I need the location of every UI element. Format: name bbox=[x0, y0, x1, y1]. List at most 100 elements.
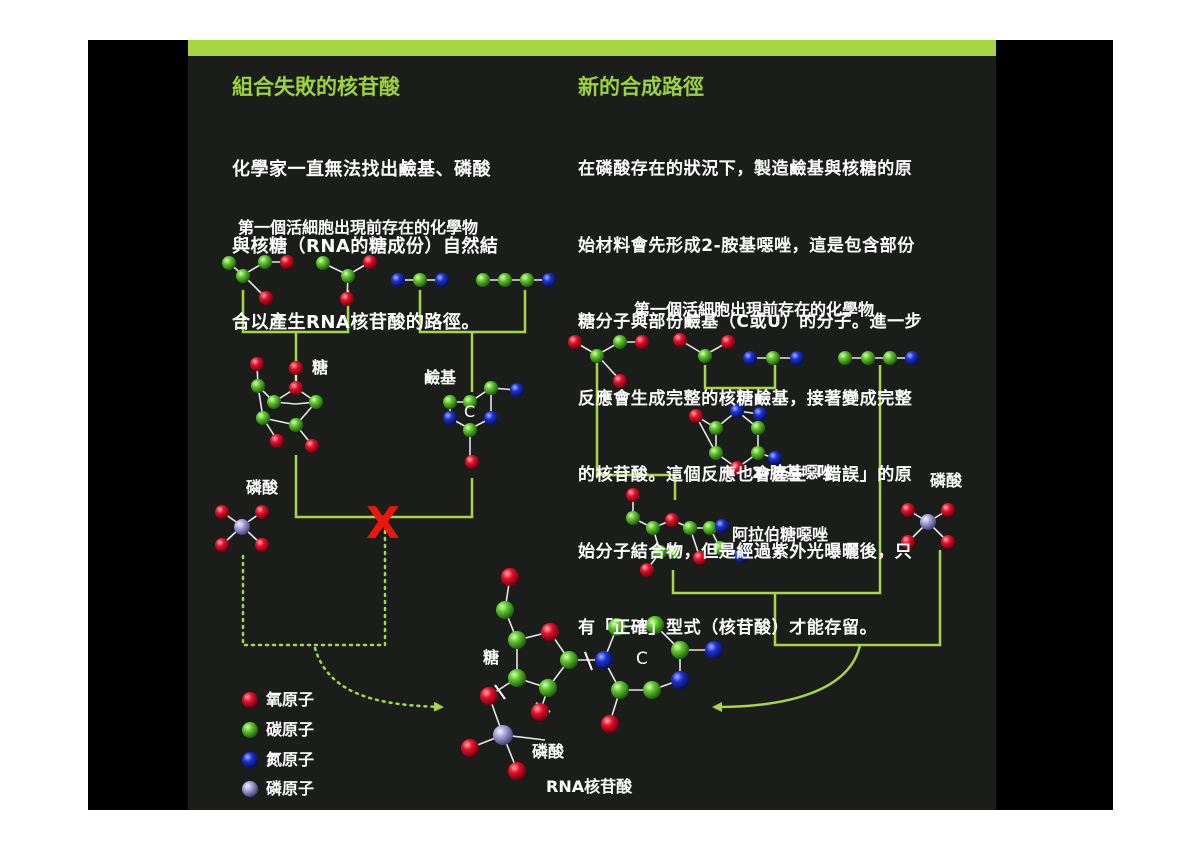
carbon-atom bbox=[626, 511, 640, 525]
oxygen-atom bbox=[508, 762, 526, 780]
oxygen-atom bbox=[601, 715, 619, 733]
carbon-atom bbox=[703, 521, 717, 535]
legend-oxygen-label: 氧原子 bbox=[266, 690, 315, 709]
right-para-line: 糖分子與部份鹼基（C或U）的分子。進一步 bbox=[578, 312, 923, 332]
carbon-atom bbox=[608, 618, 626, 636]
base-label: 鹼基 bbox=[424, 368, 457, 387]
right-para-line: 反應會生成完整的核糖鹼基，接著變成完整 bbox=[578, 388, 913, 409]
carbon-atom bbox=[508, 631, 526, 649]
nitrogen-atom bbox=[734, 549, 748, 563]
carbon-atom bbox=[646, 616, 664, 634]
arrow-to-rna bbox=[712, 644, 862, 712]
oxygen-atom bbox=[689, 409, 703, 423]
right-para-line: 始分子結合物，但是經過紫外光曝曬後，只 bbox=[578, 541, 913, 562]
oxygen-atom bbox=[363, 255, 377, 269]
carbon-atom bbox=[508, 669, 526, 687]
carbon-atom bbox=[222, 256, 236, 270]
carbon-atom bbox=[309, 395, 323, 409]
legend-carbon-label: 碳原子 bbox=[266, 720, 315, 739]
nitrogen-atom bbox=[391, 273, 405, 287]
carbon-atom bbox=[861, 351, 875, 365]
dotted-arrow-to-rna bbox=[313, 646, 444, 712]
carbon-atom bbox=[838, 351, 852, 365]
top-accent-bar bbox=[188, 40, 996, 56]
nitrogen-atom bbox=[905, 351, 919, 365]
carbon-atom bbox=[667, 545, 681, 559]
atoms bbox=[215, 255, 955, 797]
left-para-line: 合以產生RNA核苷酸的路徑。 bbox=[232, 312, 480, 333]
carbon-atom bbox=[751, 446, 765, 460]
oxygen-atom bbox=[626, 488, 640, 502]
nitrogen-atom bbox=[542, 273, 556, 287]
rna-nucleotide-label: RNA核苷酸 bbox=[546, 777, 633, 796]
nitrogen-atom bbox=[730, 404, 744, 418]
legend-nitrogen-label: 氮原子 bbox=[266, 750, 315, 769]
oxygen-atom bbox=[721, 335, 735, 349]
carbon-atom bbox=[643, 681, 661, 699]
legend-carbon-swatch bbox=[242, 722, 258, 738]
carbon-atom bbox=[539, 679, 557, 697]
oxygen-atom bbox=[255, 538, 269, 552]
oxygen-atom bbox=[270, 434, 284, 448]
carbon-atom bbox=[653, 545, 667, 559]
legend-oxygen-swatch bbox=[242, 692, 258, 708]
carbon-atom bbox=[413, 273, 427, 287]
right-caption: 第一個活細胞出現前存在的化學物 bbox=[634, 300, 875, 319]
oxygen-atom bbox=[640, 563, 654, 577]
carbon-atom bbox=[463, 423, 477, 437]
left-para-line: 與核糖（RNA的糖成份）自然結 bbox=[232, 235, 499, 257]
oxygen-atom bbox=[215, 538, 229, 552]
carbon-atom bbox=[713, 541, 727, 555]
carbon-atom bbox=[613, 335, 627, 349]
carbon-atom bbox=[590, 349, 604, 363]
precursor-line-3 bbox=[671, 365, 882, 595]
oxygen-atom bbox=[730, 461, 744, 475]
precursor-line-1 bbox=[595, 362, 675, 477]
carbon-atom bbox=[496, 601, 514, 619]
oxygen-atom bbox=[665, 513, 679, 527]
carbon-atom bbox=[883, 351, 897, 365]
carbon-atom bbox=[443, 395, 457, 409]
oxygen-atom bbox=[255, 505, 269, 519]
oxygen-atom bbox=[613, 374, 627, 388]
right-pathway-lines bbox=[595, 362, 942, 712]
carbon-atom bbox=[611, 681, 629, 699]
carbon-atom bbox=[520, 273, 534, 287]
carbon-atom bbox=[709, 446, 723, 460]
carbon-atom bbox=[267, 395, 281, 409]
right-para-line: 的核苷酸。這個反應也會產生「錯誤」的原 bbox=[578, 465, 913, 485]
carbon-atom bbox=[258, 255, 272, 269]
oxygen-atom bbox=[941, 535, 955, 549]
nitrogen-atom bbox=[595, 651, 613, 669]
phosphorus-atom bbox=[234, 519, 250, 535]
carbon-atom bbox=[463, 395, 477, 409]
nitrogen-atom bbox=[510, 383, 524, 397]
right-para-line: 始材料會先形成2-胺基噁唑，這是包含部份 bbox=[578, 235, 915, 256]
legend-phosphorus-label: 磷原子 bbox=[266, 779, 315, 798]
carbon-atom bbox=[484, 381, 498, 395]
phosphorus-atom bbox=[493, 725, 513, 745]
carbon-atom bbox=[709, 421, 723, 435]
carbon-atom bbox=[316, 256, 330, 270]
oxygen-atom bbox=[541, 623, 559, 641]
nitrogen-atom bbox=[443, 411, 457, 425]
oxygen-atom bbox=[501, 568, 519, 586]
carbon-atom bbox=[256, 411, 270, 425]
oxygen-atom bbox=[465, 455, 479, 469]
carbon-atom bbox=[476, 273, 490, 287]
phosphate-left-label: 磷酸 bbox=[246, 478, 279, 497]
oxygen-atom bbox=[693, 551, 707, 565]
legend-phosphorus-swatch bbox=[242, 781, 258, 797]
right-paragraph: 在磷酸存在的狀況下，製造鹼基與核糖的原 始材料會先形成2-胺基噁唑，這是包含部份… bbox=[578, 106, 922, 693]
oxygen-atom bbox=[250, 357, 264, 371]
phosphate-right-label: 磷酸 bbox=[930, 471, 963, 490]
oxygen-atom bbox=[480, 687, 498, 705]
oxygen-atom bbox=[568, 335, 582, 349]
right-para-line: 在磷酸存在的狀況下，製造鹼基與核糖的原 bbox=[578, 159, 913, 179]
rna-base-c-label: C bbox=[636, 649, 648, 669]
nitrogen-atom bbox=[768, 451, 782, 465]
rna-sugar-label: 糖 bbox=[483, 648, 500, 667]
nitrogen-atom bbox=[435, 273, 449, 287]
carbon-atom bbox=[236, 269, 250, 283]
